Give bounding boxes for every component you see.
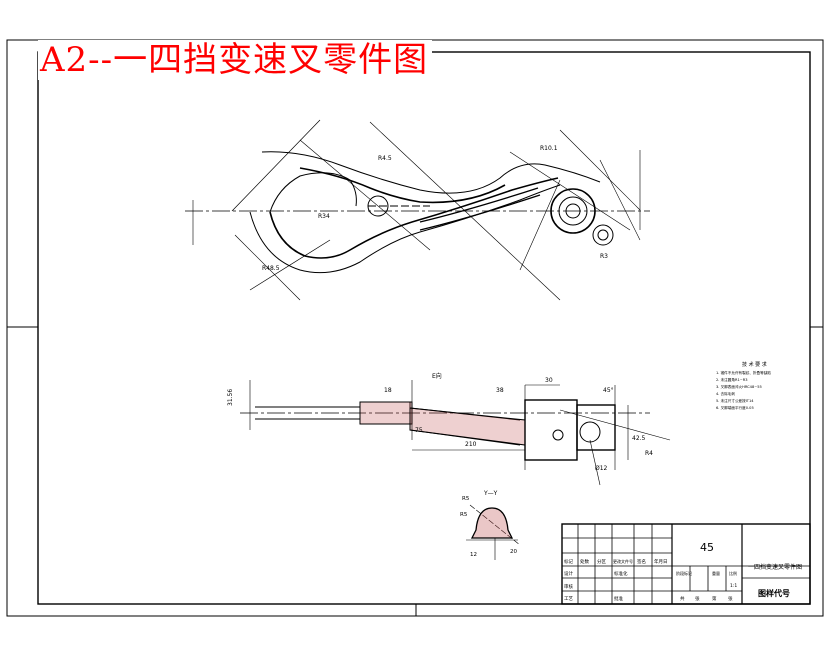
tb-std: 标准化	[614, 570, 628, 577]
tb-stage: 比例	[729, 570, 737, 576]
section-label: Y—Y	[483, 490, 498, 497]
tech-req-item: 4. 去除毛刺	[716, 391, 735, 396]
centering-marks	[7, 40, 823, 616]
tb-label: 签名	[637, 558, 646, 565]
tb-row: 工艺	[564, 596, 573, 602]
dim-d4: 210	[465, 441, 477, 448]
tech-req-item: 2. 未注圆角R1~R3	[716, 377, 748, 382]
tech-req-item: 5. 未注尺寸公差按IT14	[716, 398, 754, 403]
section-view: Y—Y R5 R5 12 20	[460, 490, 521, 560]
dim-r2: R4.5	[378, 155, 392, 162]
tb-sheet: 张	[695, 595, 700, 602]
tech-requirements: 技 术 要 求 1. 锻件不允许有裂纹、折叠等缺陷 2. 未注圆角R1~R3 3…	[716, 361, 771, 410]
material-label: 45	[700, 541, 714, 554]
dim-s2: R5	[460, 512, 468, 518]
dim-s3: 12	[470, 552, 477, 558]
view-label: E向	[432, 372, 442, 380]
dim-r1: R48.5	[262, 265, 280, 272]
tb-stage: 重量	[712, 570, 720, 576]
dim-s4: 20	[510, 549, 517, 555]
dim-d6: 38	[496, 387, 504, 394]
tb-label: 更改文件号	[613, 558, 633, 564]
dim-d7: 45°	[603, 387, 614, 394]
tb-label: 处数	[580, 558, 589, 565]
tb-sheet: 张	[728, 595, 733, 602]
tb-sheet: 第	[712, 595, 717, 602]
tech-req-title: 技 术 要 求	[742, 361, 767, 368]
drawing-code: 图样代号	[758, 588, 790, 598]
tb-scale: 1:1	[730, 583, 737, 589]
part-name: 一四挡变速叉零件图	[748, 563, 802, 571]
tb-label: 分区	[597, 558, 606, 565]
dim-s1: R5	[462, 496, 470, 502]
dim-d9: 42.5	[632, 435, 646, 442]
dim-d10: R4	[645, 450, 653, 457]
dim-r4: R10.1	[540, 145, 558, 152]
dim-d2: 18	[384, 387, 392, 394]
drawing-title: A2--一四挡变速叉零件图	[38, 40, 433, 80]
dim-d8: Ø12	[595, 465, 608, 472]
tb-sheet: 共	[680, 595, 685, 602]
tb-label: 标记	[564, 558, 573, 565]
outer-border	[6, 39, 824, 617]
title-block: 45 一四挡变速叉零件图 图样代号 标记 处数 分区 更改文件号 签名 年月日 …	[561, 523, 811, 605]
tb-approve: 批准	[614, 595, 623, 602]
dim-d3: 75	[415, 427, 423, 434]
dim-d1: 31.56	[227, 389, 234, 406]
tech-req-item: 3. 叉脚表面淬火HRC48~55	[716, 384, 762, 389]
tb-label: 年月日	[654, 558, 668, 565]
front-view: 31.56 18 75 210 30 38 45° Ø12 42.5 R4 E向	[227, 372, 671, 486]
dim-r3: R34	[318, 213, 330, 220]
tb-row: 审核	[564, 583, 573, 590]
dim-r5: R3	[600, 253, 608, 260]
dim-d5: 30	[545, 377, 553, 384]
top-view: R48.5 R4.5 R34 R10.1 R3	[185, 119, 650, 301]
tech-req-item: 1. 锻件不允许有裂纹、折叠等缺陷	[716, 370, 771, 375]
inner-frame	[37, 51, 811, 605]
tech-req-item: 6. 叉脚端面平行度0.05	[716, 405, 754, 410]
tb-row: 设计	[564, 570, 573, 577]
tb-stage: 阶段标记	[676, 570, 692, 576]
